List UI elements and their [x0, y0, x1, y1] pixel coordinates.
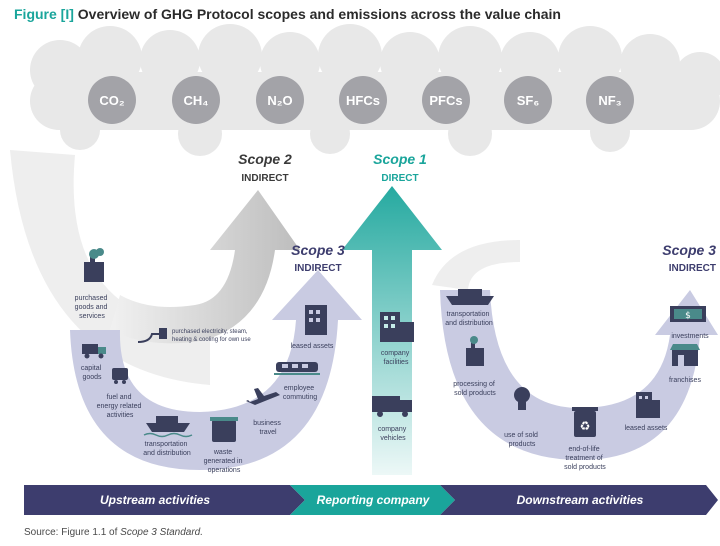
capital-goods-label: capital goods	[81, 365, 103, 381]
money-icon: $	[670, 306, 706, 322]
scope2-title: Scope 2	[238, 151, 292, 167]
gas-co2-label: CO₂	[99, 93, 125, 108]
activity-band: Upstream activities Reporting company Do…	[24, 485, 718, 515]
airplane-icon	[246, 388, 280, 405]
purchased-electricity-label: purchased electricity, steam, heating & …	[172, 329, 251, 343]
gas-sf6: SF₆	[504, 76, 552, 124]
downstream-label: Downstream activities	[517, 493, 644, 507]
use-of-products-label: use of sold products	[504, 432, 540, 448]
downstream-building-icon	[636, 392, 660, 418]
scope1-title: Scope 1	[373, 151, 427, 167]
downstream-ship-icon	[446, 289, 494, 305]
gas-n2o: N₂O	[256, 76, 304, 124]
svg-text:$: $	[685, 311, 691, 321]
company-vehicles-label: company vehicles	[378, 426, 408, 442]
scope2-heading: Scope 2 INDIRECT	[238, 151, 292, 184]
scope3-downstream-title: Scope 3	[662, 242, 716, 258]
fuel-energy-label: fuel and energy related activities	[97, 394, 144, 419]
downstream-band	[440, 485, 718, 515]
waste-label: waste generated in operations	[204, 449, 245, 474]
ship-icon	[143, 416, 193, 438]
gas-ch4: CH₄	[172, 76, 220, 124]
scope3-downstream-heading: Scope 3 INDIRECT	[662, 242, 716, 274]
scope3-upstream-heading: Scope 3 INDIRECT	[291, 242, 345, 274]
processing-label: processing of sold products	[453, 381, 497, 397]
gas-nf3-label: NF₃	[598, 93, 621, 108]
svg-text:♻: ♻	[580, 419, 591, 433]
gas-ch4-label: CH₄	[184, 93, 209, 108]
upstream-label: Upstream activities	[100, 493, 210, 507]
downstream-leased-assets-label: leased assets	[625, 425, 668, 432]
lightbulb-icon	[514, 387, 530, 410]
scope3-upstream-subtitle: INDIRECT	[294, 263, 341, 274]
reporting-band	[290, 485, 455, 515]
purchased-goods-label: purchased goods and services	[75, 295, 110, 320]
gas-nf3: NF₃	[586, 76, 634, 124]
scope1-subtitle: DIRECT	[381, 173, 418, 184]
scope2-arrow	[110, 190, 300, 344]
upstream-leased-assets-label: leased assets	[291, 343, 334, 350]
upstream-transport-label: transportation and distribution	[143, 441, 191, 457]
source-doc: Scope 3 Standard.	[120, 527, 204, 538]
scope3-upstream-title: Scope 3	[291, 242, 345, 258]
company-vehicle-icon	[372, 396, 412, 417]
building-icon	[305, 305, 327, 335]
gas-pfcs: PFCs	[422, 76, 470, 124]
gas-sf6-label: SF₆	[517, 93, 540, 108]
business-travel-label: business travel	[253, 420, 283, 436]
facility-icon	[380, 312, 414, 342]
franchises-label: franchises	[669, 377, 701, 384]
downstream-transport-label: transportation and distribution	[445, 311, 493, 327]
gas-hfcs: HFCs	[339, 76, 387, 124]
scope2-subtitle: INDIRECT	[241, 173, 288, 184]
scope3-upstream-arrow	[70, 270, 362, 470]
upstream-band	[24, 485, 305, 515]
fuel-cart-icon	[112, 368, 128, 384]
source-note: Source: Figure 1.1 of Scope 3 Standard.	[24, 527, 203, 538]
scope3-downstream-subtitle: INDIRECT	[669, 263, 716, 274]
figure-title-text: Overview of GHG Protocol scopes and emis…	[77, 6, 561, 22]
figure-number: Figure [I]	[14, 6, 74, 22]
train-icon	[274, 362, 320, 375]
source-prefix: Source: Figure 1.1 of	[24, 527, 118, 538]
recycling-bin-icon: ♻	[572, 407, 598, 437]
plug-icon	[137, 328, 167, 343]
gas-co2: CO₂	[88, 76, 136, 124]
downstream-background-arc	[432, 240, 520, 290]
gas-hfcs-label: HFCs	[346, 93, 380, 108]
truck-icon	[82, 344, 106, 359]
waste-bin-icon	[210, 417, 238, 442]
investments-label: investments	[671, 333, 709, 340]
factory-icon	[84, 248, 104, 282]
figure-title: Figure [I] Overview of GHG Protocol scop…	[14, 6, 561, 22]
gas-n2o-label: N₂O	[267, 93, 292, 108]
end-of-life-label: end-of-life treatment of sold products	[564, 446, 606, 471]
gas-pfcs-label: PFCs	[429, 93, 462, 108]
reporting-label: Reporting company	[317, 493, 431, 507]
scope1-heading: Scope 1 DIRECT	[373, 151, 427, 184]
processing-factory-icon	[466, 336, 484, 366]
storefront-icon	[670, 344, 700, 366]
company-facilities-label: company facilities	[381, 350, 411, 366]
commuting-label: employee commuting	[283, 385, 317, 401]
